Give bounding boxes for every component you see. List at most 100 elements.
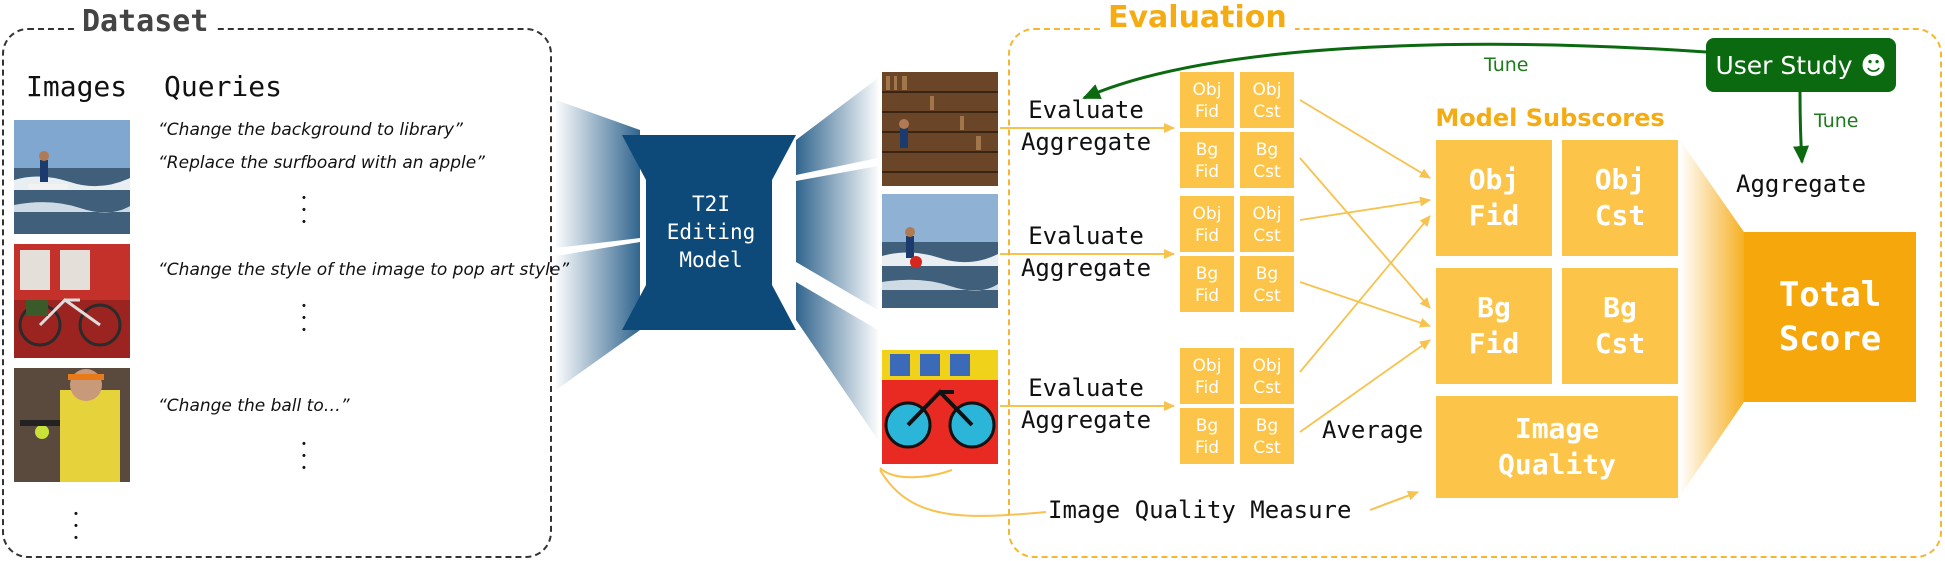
- subscore-text-top: Bg: [1603, 291, 1637, 324]
- dataset-image-bicycle: [14, 244, 130, 358]
- cell-text-top: Bg: [1195, 140, 1219, 160]
- aggregate-label-right: Aggregate: [1736, 170, 1867, 198]
- output-funnel-gap-1: [796, 158, 878, 181]
- model-subscores-title: Model Subscores: [1435, 104, 1665, 132]
- dataset-image-tennis: [14, 368, 130, 482]
- evaluation-title: Evaluation: [1100, 0, 1295, 36]
- cell-text-top: Obj: [1252, 356, 1282, 376]
- evaluate-aggregate-1: Evaluate Aggregate: [1006, 94, 1166, 158]
- input-funnel-gap-1: [556, 238, 640, 256]
- subscore-text-bottom: Fid: [1468, 327, 1520, 360]
- evaluate-label-1: Evaluate: [1028, 96, 1144, 124]
- query-2: “Replace the surfboard with an apple”: [158, 153, 485, 173]
- query-1: “Change the background to library”: [158, 120, 463, 140]
- cell-text-bottom: Cst: [1253, 438, 1281, 458]
- aggregate-label-2: Aggregate: [1020, 254, 1152, 282]
- cell-text-top: Obj: [1252, 80, 1282, 100]
- evaluate-label-2: Evaluate: [1028, 222, 1144, 250]
- cell-text-bottom: Fid: [1194, 378, 1220, 398]
- subscore-text-top: Obj: [1468, 163, 1520, 196]
- cell-text-top: Bg: [1195, 264, 1219, 284]
- cell-text-top: Obj: [1192, 80, 1222, 100]
- query-ellipsis-3: ···: [299, 429, 309, 482]
- cell-text-bottom: Cst: [1253, 226, 1281, 246]
- evaluate-label-3: Evaluate: [1028, 374, 1144, 402]
- cell-text-bottom: Cst: [1253, 286, 1281, 306]
- subscore-text-top: Obj: [1594, 163, 1646, 196]
- cell-text-top: Obj: [1192, 204, 1222, 224]
- output-funnel: [796, 78, 878, 440]
- cell-text-bottom: Fid: [1194, 438, 1220, 458]
- output-image-apple: [882, 194, 998, 308]
- tune-arrow-down: [1793, 91, 1809, 164]
- image-ellipsis: ···: [71, 499, 81, 552]
- output-image-library: [882, 72, 998, 186]
- user-study-box: User Study ☻: [1706, 38, 1896, 92]
- cell-text-top: Obj: [1252, 204, 1282, 224]
- tune-arrow-left: [1082, 42, 1707, 100]
- average-label: Average: [1322, 416, 1424, 444]
- cell-text-bottom: Cst: [1253, 102, 1281, 122]
- output-funnel-gap-2: [796, 262, 878, 330]
- iqm-curve: [879, 467, 1047, 517]
- cell-text-top: Bg: [1255, 416, 1279, 436]
- evaluate-aggregate-3: Evaluate Aggregate: [1006, 372, 1166, 436]
- cell-text-bottom: Fid: [1194, 162, 1220, 182]
- total-funnel: [1680, 140, 1744, 496]
- cell-text-top: Obj: [1192, 356, 1222, 376]
- query-ellipsis-2: ···: [299, 291, 309, 344]
- query-3: “Change the style of the image to pop ar…: [158, 260, 570, 280]
- cell-text-top: Bg: [1255, 140, 1279, 160]
- cell-text-bottom: Fid: [1194, 102, 1220, 122]
- query-4: “Change the ball to…”: [158, 396, 350, 416]
- subscore-text-bottom: Quality: [1497, 448, 1616, 481]
- cell-text-bottom: Fid: [1194, 226, 1220, 246]
- subscore-text-top: Bg: [1477, 291, 1511, 324]
- aggregate-label-3: Aggregate: [1020, 406, 1152, 434]
- aggregate-label-1: Aggregate: [1020, 128, 1152, 156]
- t2i-model-label: T2I Editing Model: [636, 190, 786, 274]
- iqm-arrow: [1369, 490, 1419, 511]
- dataset-panel: [2, 28, 552, 558]
- model-line-1: T2I: [692, 192, 730, 216]
- cell-text-bottom: Cst: [1253, 378, 1281, 398]
- evaluate-aggregate-2: Evaluate Aggregate: [1006, 220, 1166, 284]
- aggregation-arrows: [1299, 99, 1431, 433]
- tune-label-left: Tune: [1484, 54, 1529, 76]
- total-score-text-bottom: Score: [1778, 319, 1882, 359]
- query-ellipsis-1: ···: [299, 183, 309, 236]
- dataset-title: Dataset: [74, 4, 217, 40]
- queries-column-header: Queries: [164, 70, 283, 103]
- t2i-model-shape: [622, 135, 796, 330]
- cell-text-bottom: Cst: [1253, 162, 1281, 182]
- model-line-2: Editing: [666, 220, 756, 244]
- dataset-image-surfer: [14, 120, 130, 234]
- subscore-text-bottom: Cst: [1594, 327, 1646, 360]
- cell-text-bottom: Fid: [1194, 286, 1220, 306]
- subscore-text-bottom: Fid: [1468, 199, 1520, 232]
- cell-text-top: Bg: [1195, 416, 1219, 436]
- output-image-popart: [882, 350, 998, 464]
- images-column-header: Images: [26, 70, 128, 103]
- model-line-3: Model: [679, 248, 743, 272]
